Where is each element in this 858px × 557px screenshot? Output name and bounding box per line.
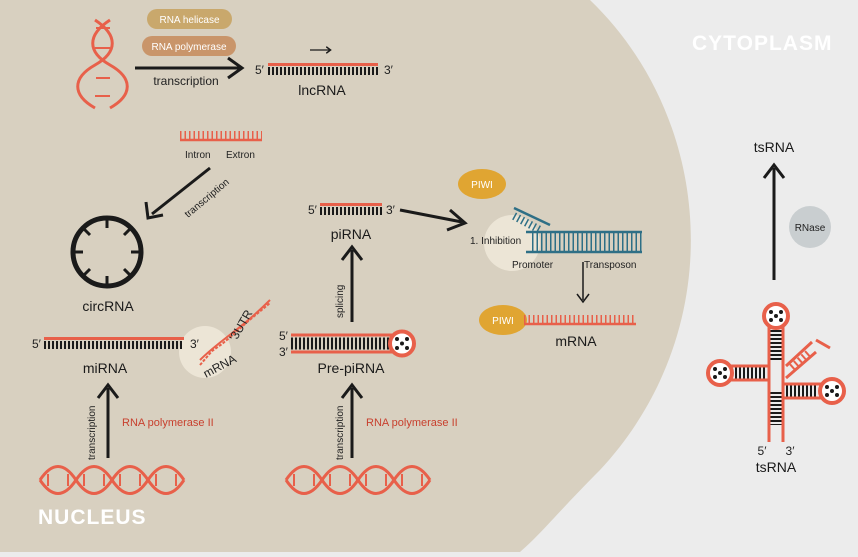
piwi-top-blob — [458, 169, 506, 199]
pirna-five-prime: 5′ — [308, 203, 318, 217]
mrna-strand-piwi — [524, 315, 636, 326]
rnase-label: RNase — [795, 223, 826, 234]
dna-helix-left — [38, 465, 186, 495]
transposon-dna — [512, 206, 642, 254]
piwi-bottom-label: PIWI — [492, 316, 514, 327]
mirna-binding-highlight — [179, 326, 231, 378]
intron-label: Intron — [185, 150, 211, 161]
rna-polymerase-label: RNA polymerase — [151, 42, 226, 53]
mrna-target-backbone — [199, 299, 271, 361]
lncrna-strand — [268, 63, 378, 75]
promoter-label: Promoter — [512, 260, 554, 271]
extron-label: Extron — [226, 150, 255, 161]
dna-helix-top — [76, 18, 129, 110]
transposon-to-mrna-arrow — [576, 262, 590, 304]
tsrna-five-prime: 5′ — [758, 444, 768, 458]
intron-extron-strand — [180, 131, 262, 142]
tsrna-top-label: tsRNA — [754, 139, 795, 155]
inhibition-label: 1. Inhibition — [470, 236, 521, 247]
rna-helicase-label: RNA helicase — [159, 15, 219, 26]
lncrna-three-prime: 3′ — [384, 63, 394, 77]
mirna-label: miRNA — [83, 360, 128, 376]
mirna-transcription-label: transcription — [87, 406, 98, 460]
mrna-target-strand — [199, 302, 271, 366]
transcription-label-top: transcription — [153, 74, 218, 88]
piwi-mrna-label: mRNA — [555, 333, 597, 349]
tsrna-three-prime: 3′ — [786, 444, 796, 458]
mirna-five-prime: 5′ — [32, 337, 42, 351]
pirna-transcription-arrow — [340, 382, 364, 458]
inhibition-highlight — [484, 215, 540, 271]
pirna-three-prime: 3′ — [386, 203, 396, 217]
piwi-bottom-blob — [479, 305, 527, 335]
trna-cloverleaf — [706, 302, 846, 442]
tsrna-bottom-label: tsRNA — [756, 459, 797, 475]
rnase-circle — [789, 206, 831, 248]
mirna-strand — [44, 337, 184, 349]
lncrna-label: lncRNA — [298, 82, 346, 98]
lncrna-five-prime: 5′ — [255, 63, 265, 77]
cytoplasm-label: CYTOPLASM — [692, 32, 832, 55]
dna-helix-center — [284, 465, 432, 495]
pre-pirna-five-prime: 5′ — [279, 329, 289, 343]
circrna-ring — [70, 215, 144, 289]
rna-helicase-pill — [147, 9, 232, 29]
pirna-transcription-label: transcription — [335, 406, 346, 460]
splicing-label: splicing — [335, 285, 346, 318]
circrna-transcription-arrow — [144, 166, 211, 220]
pre-pirna-three-prime: 3′ — [279, 345, 289, 359]
splicing-arrow — [340, 244, 364, 322]
mirna-polymerase-label: RNA polymerase II — [122, 417, 214, 429]
pirna-to-piwi-arrow — [399, 208, 468, 232]
pirna-polymerase-label: RNA polymerase II — [366, 417, 458, 429]
mirna-transcription-arrow — [96, 382, 120, 458]
piwi-top-label: PIWI — [471, 180, 493, 191]
pirna-strand — [320, 203, 382, 215]
rna-polymerase-pill — [142, 36, 236, 56]
nucleus-label: NUCLEUS — [38, 506, 147, 529]
pre-pirna-hairpin — [291, 329, 416, 358]
transcription-arrow-top — [135, 56, 245, 80]
circrna-label: circRNA — [82, 298, 134, 314]
pre-pirna-label: Pre-piRNA — [318, 360, 386, 376]
tsrna-arrow — [762, 162, 786, 280]
mirna-three-prime: 3′ — [190, 337, 200, 351]
nucleus-region — [0, 0, 691, 552]
transposon-label: Transposon — [584, 260, 636, 271]
pirna-label: piRNA — [331, 226, 372, 242]
